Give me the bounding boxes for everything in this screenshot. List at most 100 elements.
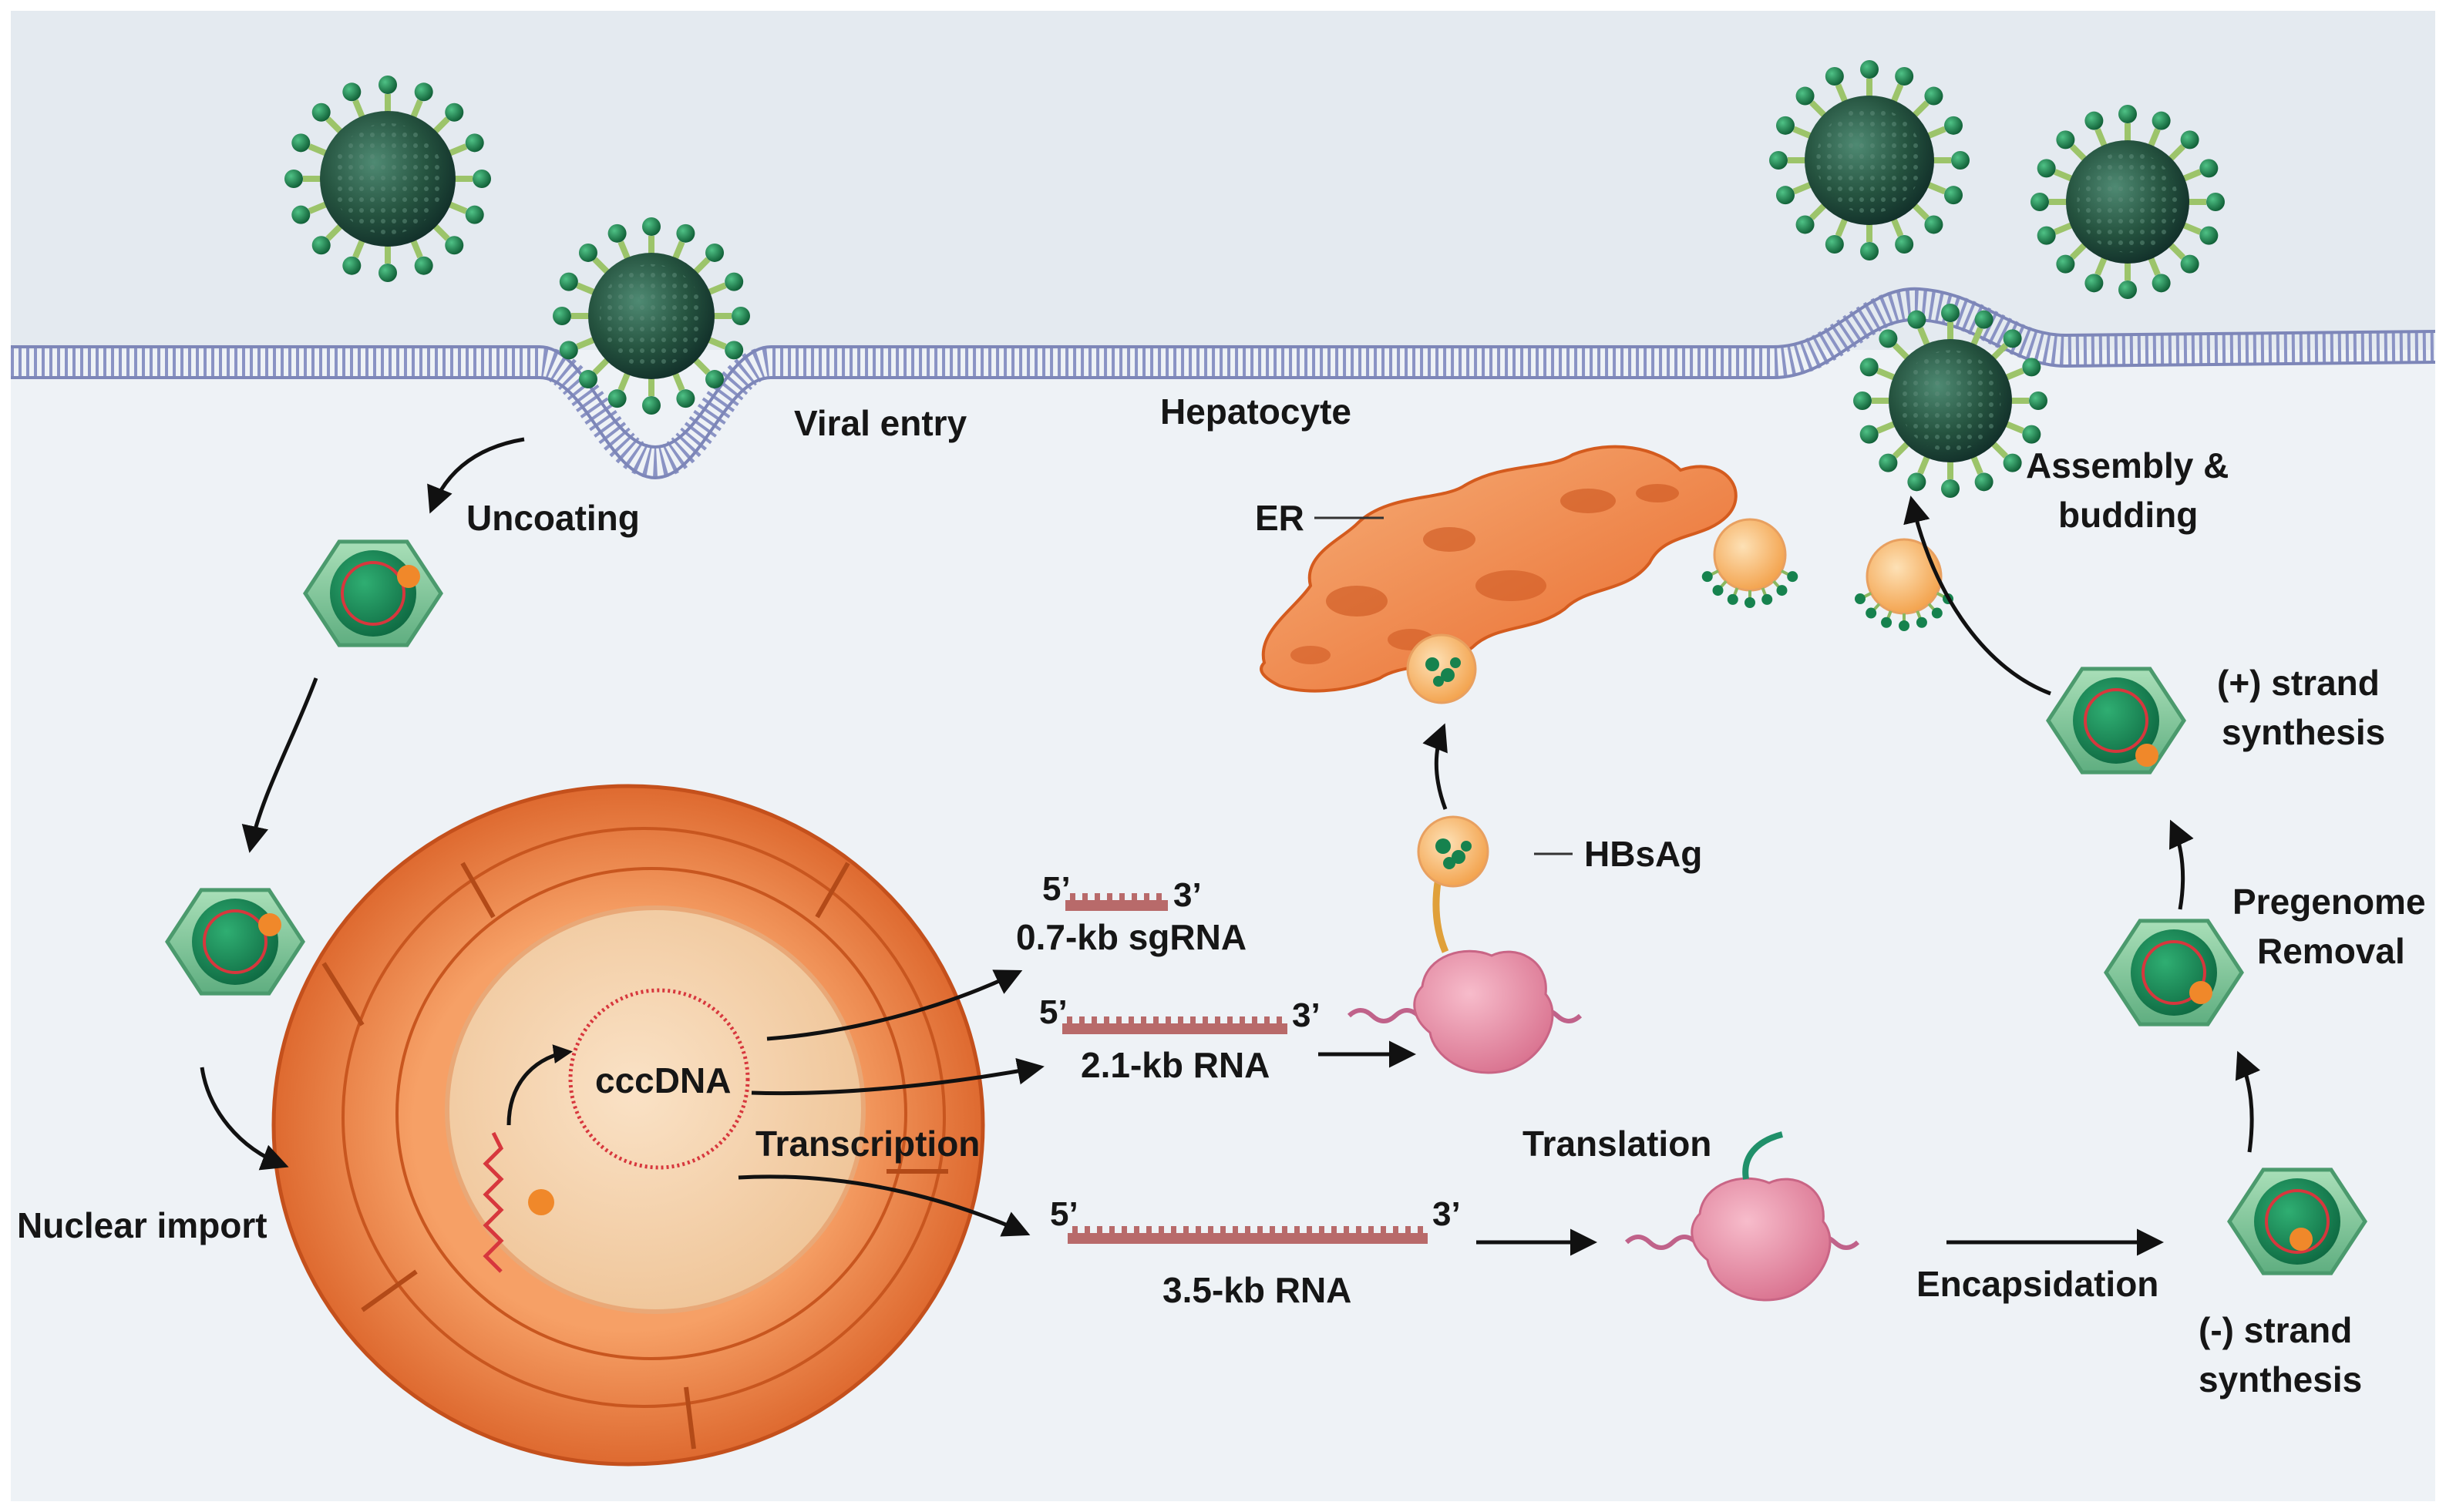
spike-bead [379,76,397,94]
spike-bead [2056,254,2075,274]
arrow-minus-to-pregenome [2235,1050,2261,1153]
spike-bead [1859,358,1879,377]
spike-bead [2037,159,2056,178]
spike-bead [1941,479,1960,498]
rna-three-prime-label: 3’ [1292,996,1321,1034]
capsid-dna [341,561,405,626]
spike-bead [725,341,744,360]
transcription-label: Transcription [755,1124,980,1164]
arrow-to-21rna [751,1057,1045,1096]
rna-base-tick [1072,1226,1078,1234]
spike-bead [284,170,303,188]
spike-bead [2029,391,2047,410]
rna-base-tick [1079,1016,1085,1024]
rna-base-tick [1095,893,1100,901]
rna-base-tick [1070,893,1075,901]
vesicle-spike-bead [1744,597,1755,608]
rna-base-tick [1104,1016,1109,1024]
viral-entry-label: Viral entry [794,403,967,443]
spike-bead [465,133,484,153]
spike-bead [1795,215,1815,234]
spike-bead [1853,391,1872,410]
rna-base-tick [1240,1016,1245,1024]
spike-bead [379,264,397,282]
rna-three-prime-label: 3’ [1432,1195,1461,1233]
rna-base-tick [1220,1226,1226,1234]
spike-bead [311,102,331,122]
minus-strand-label-2: synthesis [2199,1359,2362,1399]
rna-base-tick [1196,1226,1201,1234]
rna-name-label: 2.1-kb RNA [1081,1045,1270,1085]
spike-bead [676,389,695,408]
arrows [200,437,2261,1256]
spike-bead [311,236,331,255]
vesicle-spike-bead [1776,585,1788,596]
rna-base-tick [1097,1226,1102,1234]
spike-bead [1879,329,1898,348]
capsid-polymerase [2135,744,2158,767]
ribosome-upper [1347,862,1583,1074]
spike-bead [465,205,484,224]
spike-bead [414,82,433,102]
rna-base-tick [1331,1226,1337,1234]
capsid-polymerase [2290,1228,2313,1251]
rna-three-prime-label: 3’ [1173,876,1202,914]
rna-base-tick [1109,1226,1115,1234]
spike-bead [607,223,627,243]
nuclear-import-label: Nuclear import [17,1205,267,1245]
rna-base-tick [1294,1226,1300,1234]
rna-strand [1068,1233,1428,1244]
vesicle-spike-bead [1931,607,1943,619]
endoplasmic-reticulum [1260,445,1738,693]
rna-base-tick [1107,893,1112,901]
spike-bead [2118,105,2137,123]
rna-base-tick [1166,1016,1171,1024]
virion-capsid-mesh [599,264,704,368]
spike-bead [342,82,362,102]
rna-base-tick [1381,1226,1386,1234]
nucleus [271,784,985,1467]
spike-bead [2030,193,2049,211]
capsid-dna [2084,688,2148,753]
uncoating-label: Uncoating [466,498,640,538]
rna-base-tick [1233,1226,1238,1234]
spike-bead [1944,186,1963,205]
spike-bead [291,205,311,224]
spike-bead [1924,215,1943,234]
spike-bead [2118,281,2137,299]
spike-bead [1769,151,1788,170]
capsid-pregenome-removal [2104,919,2244,1026]
spike-bead [725,272,744,291]
rna-five-prime-label: 5’ [1050,1195,1078,1233]
spike-bead [732,307,750,325]
arrow-to-sgrna [766,969,1023,1041]
rna-base-tick [1215,1016,1220,1024]
rna-base-tick [1368,1226,1374,1234]
vesicle-spike-bead [1701,571,1713,583]
spike-bead [578,243,597,262]
spike-bead [642,396,661,415]
virion [284,76,491,282]
virion-capsid-mesh [1816,107,1923,213]
spike-bead [705,243,725,262]
spike-bead [642,217,661,236]
capsid-minus-strand [2227,1168,2367,1275]
rna-transcript: 5’3’0.7-kb sgRNA [1016,870,1247,957]
spike-bead [1951,151,1970,170]
cell-membrane [11,287,2436,480]
spike-bead [1860,60,1879,79]
spike-bead [2003,453,2022,472]
minus-strand-label-1: (-) strand [2199,1310,2352,1350]
rna-strand [1062,1023,1287,1034]
polymerase-dot [528,1189,554,1215]
spike-bead [559,341,578,360]
rna-base-tick [1134,1226,1139,1234]
rna-base-tick [1203,1016,1208,1024]
spike-bead [1860,242,1879,260]
rna-base-tick [1245,1226,1250,1234]
arrow-dna-to-cccdna [506,1044,573,1126]
rna-base-tick [1208,1226,1213,1234]
spike-bead [607,389,627,408]
rna-base-tick [1227,1016,1233,1024]
capsid-nuclear-import [165,888,305,996]
